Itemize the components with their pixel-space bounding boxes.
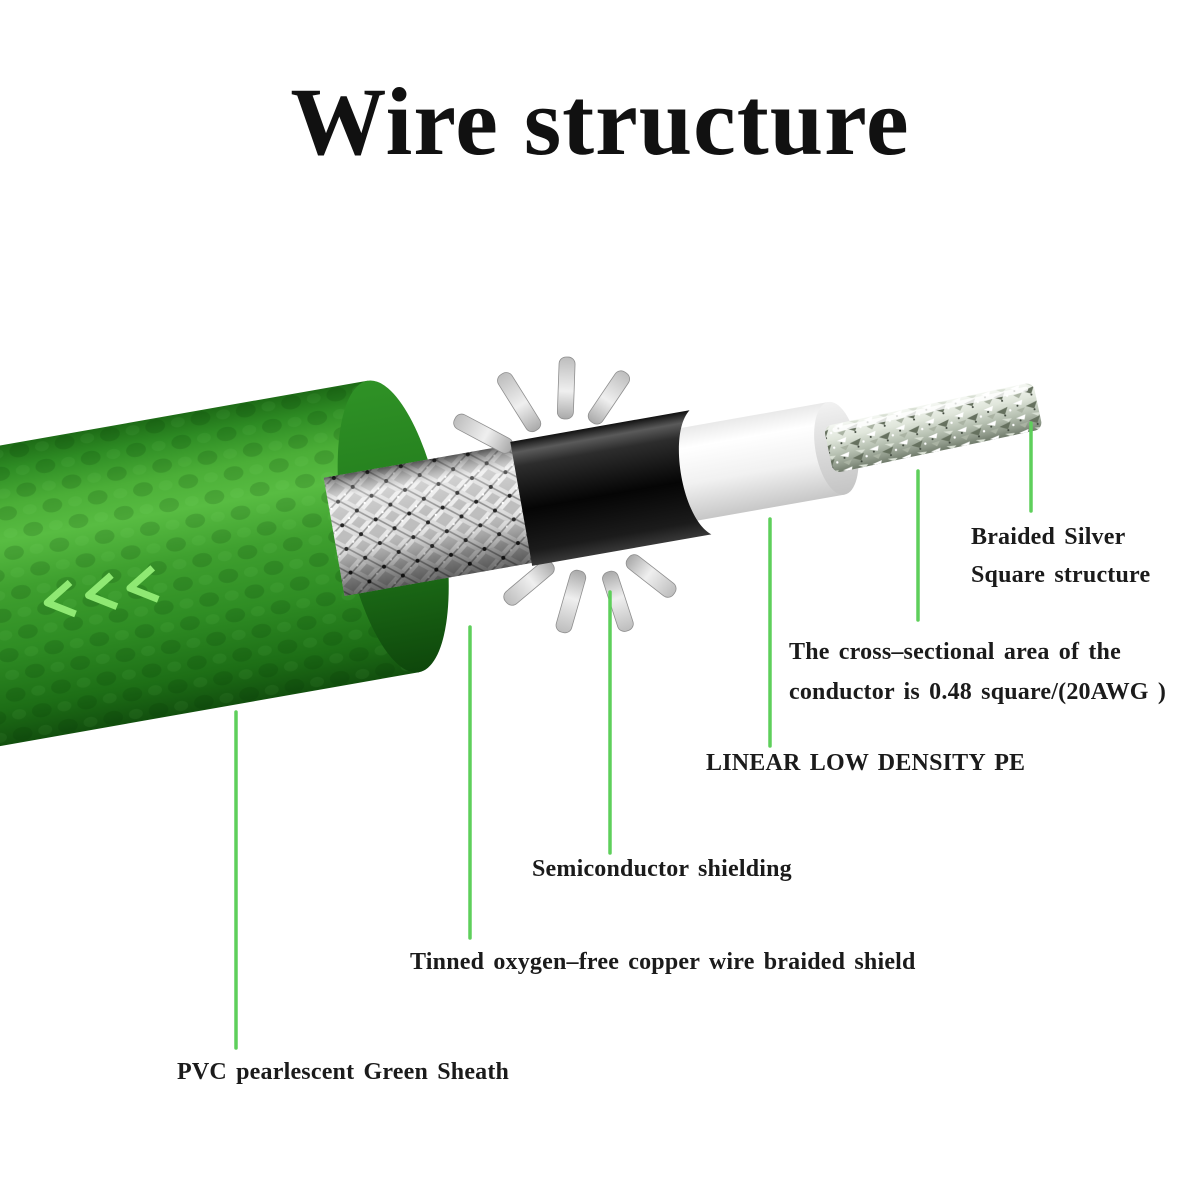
pe-insulation	[639, 402, 845, 528]
label-line: Braided Silver	[971, 524, 1126, 550]
label-pvc-sheath: PVC pearlescent Green Sheath	[177, 1059, 509, 1086]
green-sheath-cylinder	[0, 380, 419, 770]
label-line: Square structure	[971, 562, 1151, 588]
cable-assembly	[0, 356, 1042, 770]
silver-conductor	[825, 383, 1042, 472]
label-conductor-area: The cross–sectional area of the conducto…	[789, 632, 1166, 712]
label-line: LINEAR LOW DENSITY PE	[706, 750, 1026, 776]
chevron-marks-icon	[43, 565, 160, 618]
splayed-braid-strands	[453, 356, 677, 634]
label-line: PVC pearlescent Green Sheath	[177, 1059, 510, 1085]
label-semiconductor: Semiconductor shielding	[532, 856, 792, 883]
label-line: Semiconductor shielding	[532, 856, 792, 882]
page-title: Wire structure	[290, 68, 910, 175]
label-line: Tinned oxygen–free copper wire braided s…	[410, 949, 916, 975]
label-lldpe: LINEAR LOW DENSITY PE	[706, 750, 1025, 777]
label-line: The cross–sectional area of the	[789, 639, 1121, 665]
label-braided-silver: Braided Silver Square structure	[971, 518, 1150, 594]
label-tinned-copper: Tinned oxygen–free copper wire braided s…	[410, 949, 916, 976]
semiconductor-layer	[510, 410, 712, 566]
copper-braid-shield	[323, 439, 560, 596]
label-line: conductor is 0.48 square/(20AWG )	[789, 679, 1167, 705]
leader-lines	[234, 421, 1033, 1050]
